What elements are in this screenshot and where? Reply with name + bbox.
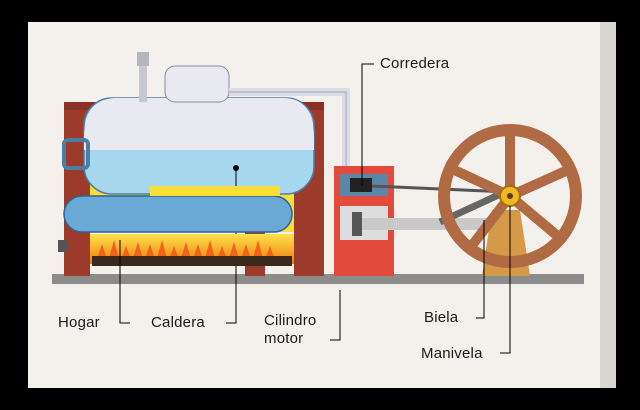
flue-tube xyxy=(63,195,293,233)
label-cilindro-motor: Cilindro motor xyxy=(264,312,316,348)
gauge-glass xyxy=(62,138,90,170)
ground-line xyxy=(52,274,584,284)
label-caldera: Caldera xyxy=(151,314,205,331)
cylinder-block xyxy=(334,166,512,276)
label-cilindro-line1: Cilindro xyxy=(264,312,317,329)
label-manivela: Manivela xyxy=(421,345,483,362)
boiler xyxy=(83,52,315,300)
leader-lines xyxy=(119,63,511,354)
label-biela: Biela xyxy=(424,309,459,326)
fire-grate xyxy=(58,234,294,266)
label-hogar: Hogar xyxy=(58,314,100,331)
label-cilindro-line2: motor xyxy=(264,330,304,347)
paper-right-edge xyxy=(600,22,616,388)
label-corredera: Corredera xyxy=(380,55,450,72)
yellow-gap xyxy=(150,186,280,196)
